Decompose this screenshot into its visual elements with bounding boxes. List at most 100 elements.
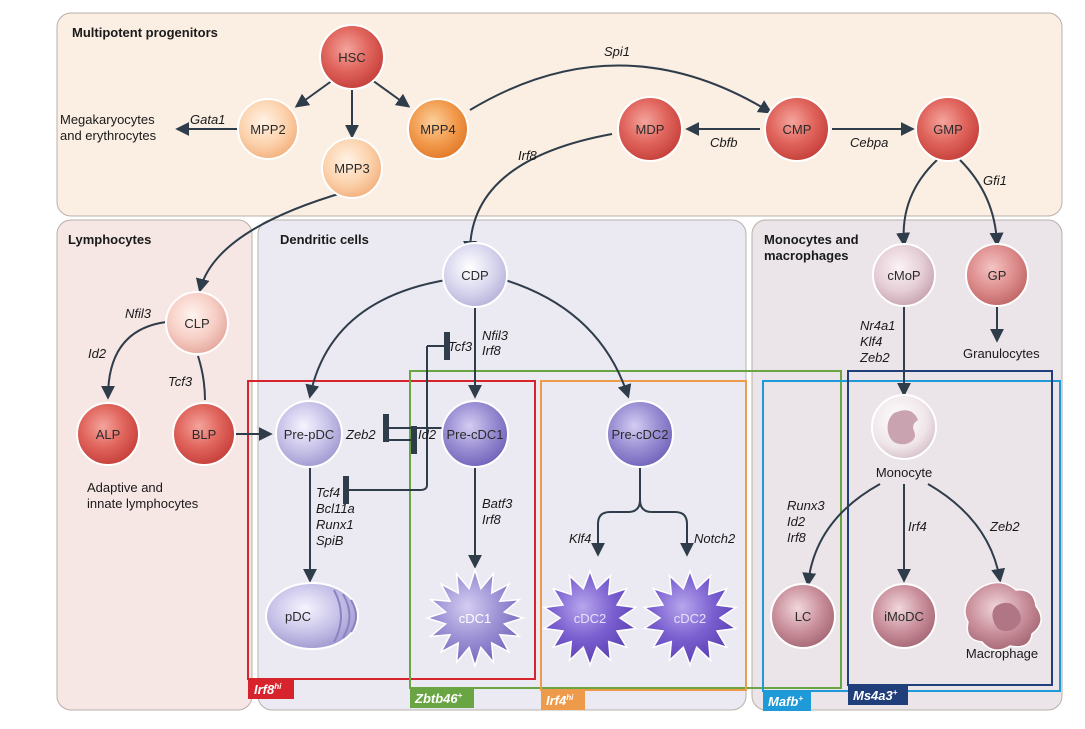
mega-label-line2: and erythrocytes <box>60 128 157 143</box>
precdc1-cell: Pre-cDC1 <box>441 400 509 468</box>
factor-gata1: Gata1 <box>190 112 225 127</box>
svg-text:CDP: CDP <box>461 268 488 283</box>
factor-spib: SpiB <box>316 533 344 548</box>
svg-text:Zbtb46+: Zbtb46+ <box>414 691 463 706</box>
gp-cell: GP <box>965 243 1029 307</box>
cdc2-right-dendrites <box>642 568 738 668</box>
granulocytes-label: Granulocytes <box>963 346 1040 361</box>
arrow-hsc-mpp4 <box>371 79 411 108</box>
mega-label-line1: Megakaryocytes <box>60 112 155 127</box>
panel-lymphocytes-title: Lymphocytes <box>68 232 151 247</box>
factor-nr4a1: Nr4a1 <box>860 318 895 333</box>
panel-progenitors <box>56 12 1063 217</box>
svg-text:pDC: pDC <box>285 609 311 624</box>
factor-cebpa: Cebpa <box>850 135 888 150</box>
panel-monocytes-title-line2: macrophages <box>764 248 849 263</box>
adaptive-label-line1: Adaptive and <box>87 480 163 495</box>
arrow-monocyte-macrophage <box>927 483 1006 583</box>
arrow-cdp-prepdc <box>305 279 447 399</box>
svg-text:cDC1: cDC1 <box>459 611 492 626</box>
irf4-hi-box <box>540 380 747 691</box>
cdc2-cell-left: cDC2 <box>542 568 638 668</box>
svg-text:Ms4a3+: Ms4a3+ <box>853 688 898 703</box>
arrow-mpp3-clp <box>195 191 346 293</box>
arrow-gmp-gp <box>959 159 1004 247</box>
factor-batf3: Batf3 <box>482 496 513 511</box>
factor-zeb2-mac: Zeb2 <box>989 519 1020 534</box>
factor-runx3: Runx3 <box>787 498 825 513</box>
factor-id2-alp: Id2 <box>88 346 107 361</box>
alp-cell: ALP <box>76 402 140 466</box>
ms4a3-box <box>847 370 1053 686</box>
svg-text:CMP: CMP <box>783 122 812 137</box>
macrophage-cell <box>964 581 1042 651</box>
ms4a3-tag: Ms4a3+ <box>848 685 908 705</box>
factor-irf8-cdc1: Irf8 <box>482 512 502 527</box>
svg-text:Irf4hi: Irf4hi <box>546 693 574 708</box>
factor-id2-dc: Id2 <box>418 427 437 442</box>
svg-text:CLP: CLP <box>184 316 209 331</box>
mpp4-cell: MPP4 <box>407 98 469 160</box>
inhibit-id2-tcf4 <box>343 346 428 504</box>
factor-tcf3-blp: Tcf3 <box>168 374 193 389</box>
factor-nfil3-clp: Nfil3 <box>125 306 152 321</box>
precdc2-cell: Pre-cDC2 <box>606 400 674 468</box>
svg-text:MPP2: MPP2 <box>250 122 285 137</box>
factor-notch2: Notch2 <box>694 531 736 546</box>
arrow-mdp-cdp <box>463 133 613 255</box>
arrow-cdp-precdc2 <box>504 279 632 399</box>
factor-zeb2-dc: Zeb2 <box>345 427 376 442</box>
pdc-cell: pDC <box>265 582 359 650</box>
blp-cell: BLP <box>172 402 236 466</box>
svg-text:cMoP: cMoP <box>887 268 920 283</box>
factor-gfi1: Gfi1 <box>983 173 1007 188</box>
svg-text:Irf8hi: Irf8hi <box>254 682 282 697</box>
factor-klf4-mono: Klf4 <box>860 334 882 349</box>
factor-spi1: Spi1 <box>604 44 630 59</box>
arrow-precdc2-cdc2-left <box>591 465 641 557</box>
svg-text:ALP: ALP <box>96 427 121 442</box>
irf8-hi-tag: Irf8hi <box>248 679 294 699</box>
svg-text:GP: GP <box>988 268 1007 283</box>
factor-id2-lc: Id2 <box>787 514 806 529</box>
prepdc-cell: Pre-pDC <box>275 400 343 468</box>
cdc2-left-dendrites <box>542 568 638 668</box>
svg-text:Pre-cDC2: Pre-cDC2 <box>611 427 668 442</box>
panel-progenitors-title: Multipotent progenitors <box>72 25 218 40</box>
factor-runx1: Runx1 <box>316 517 354 532</box>
panel-monocytes-title-line1: Monocytes and <box>764 232 859 247</box>
factor-irf4-mono: Irf4 <box>908 519 927 534</box>
arrow-clp-alp <box>101 321 167 400</box>
factor-bcl11a: Bcl11a <box>316 501 355 516</box>
svg-text:BLP: BLP <box>192 427 217 442</box>
svg-text:cDC2: cDC2 <box>574 611 607 626</box>
arrow-clp-blp <box>197 355 206 401</box>
irf8-hi-box <box>247 380 536 680</box>
mafb-tag: Mafb+ <box>763 691 811 711</box>
zbtb46-tag: Zbtb46+ <box>410 688 474 708</box>
imodc-cell: iMoDC <box>871 583 937 649</box>
factor-tcf4: Tcf4 <box>316 485 340 500</box>
arrow-precdc2-cdc2-right <box>639 499 694 557</box>
svg-text:MDP: MDP <box>636 122 665 137</box>
mdp-cell: MDP <box>617 96 683 162</box>
factor-irf8: Irf8 <box>482 343 502 358</box>
arrow-monocyte-lc <box>802 483 881 587</box>
cdc1-cell: cDC1 <box>424 567 526 669</box>
cdc1-dendrites <box>424 567 526 669</box>
svg-text:iMoDC: iMoDC <box>884 609 924 624</box>
svg-text:MPP3: MPP3 <box>334 161 369 176</box>
svg-text:MPP4: MPP4 <box>420 122 455 137</box>
cdp-cell: CDP <box>442 242 508 308</box>
svg-text:Mafb+: Mafb+ <box>768 694 803 709</box>
svg-text:Pre-pDC: Pre-pDC <box>284 427 335 442</box>
svg-text:HSC: HSC <box>338 50 365 65</box>
cdc2-cell-right: cDC2 <box>642 568 738 668</box>
factor-zeb2-mono: Zeb2 <box>859 350 890 365</box>
svg-text:Pre-cDC1: Pre-cDC1 <box>446 427 503 442</box>
mafb-box <box>762 380 1061 692</box>
zbtb46-box <box>409 370 842 689</box>
cmp-cell: CMP <box>764 96 830 162</box>
factor-tcf3-dc: Tcf3 <box>448 339 473 354</box>
arrow-gmp-cmop <box>896 159 938 247</box>
